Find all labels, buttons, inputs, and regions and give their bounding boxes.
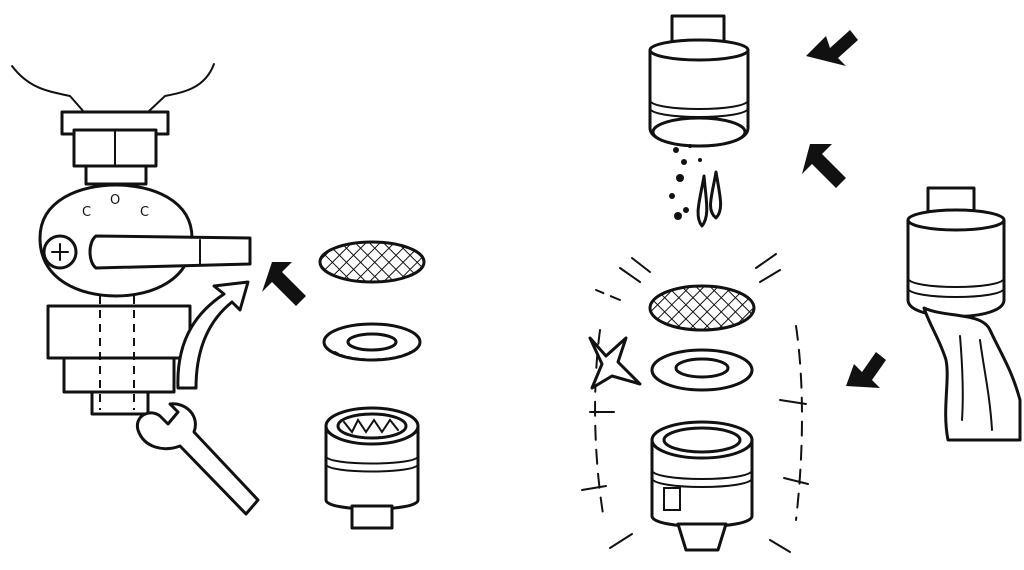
valve-position-label: O (110, 193, 120, 208)
bowl-wiping (846, 186, 1022, 442)
sparkle-star (588, 336, 642, 390)
fuel-line-right (147, 63, 215, 113)
bowl-wiped (906, 218, 1006, 318)
fuel-drop (709, 170, 723, 220)
hand-with-cloth (922, 306, 1022, 442)
fuel-cock-assembly: C O C (11, 63, 306, 516)
wrench-icon (135, 402, 260, 516)
fuel-line-left (11, 65, 85, 113)
cleaned-parts (581, 253, 809, 553)
sediment-debris (669, 144, 702, 220)
direction-arrow (846, 352, 886, 388)
sparkle-lines (581, 253, 809, 553)
strainer-screen-clean (648, 284, 756, 332)
direction-arrow (806, 30, 858, 66)
bowl-housing (46, 304, 192, 360)
valve-position-label: C (140, 205, 149, 220)
bowl-emptying (648, 14, 858, 228)
exploded-parts-left (318, 240, 426, 530)
fuel-drop (696, 174, 709, 228)
direction-arrow (802, 144, 846, 188)
valve-lever (88, 234, 252, 270)
valve-position-label: C (82, 205, 91, 220)
direction-arrow (262, 262, 306, 306)
rotation-arrow (176, 280, 250, 390)
strainer-screen (318, 240, 426, 284)
